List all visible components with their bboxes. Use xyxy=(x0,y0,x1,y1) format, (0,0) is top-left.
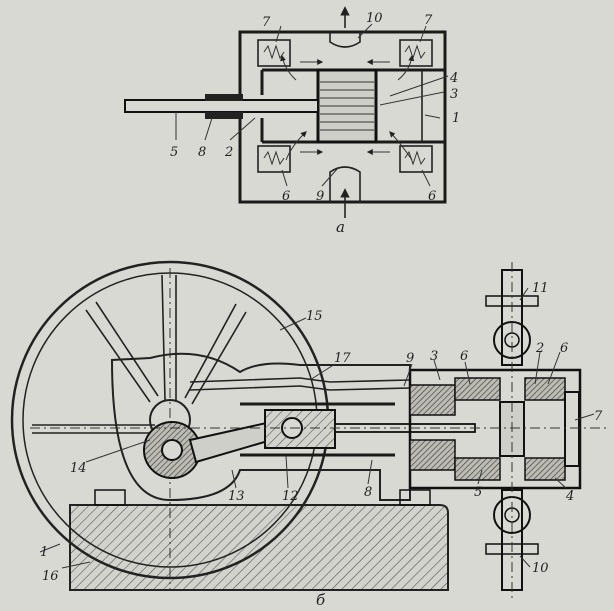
label-b-6-left: 6 xyxy=(460,349,468,364)
suction-port xyxy=(329,166,361,202)
figure-b-assembly: 11 15 3 6 2 6 9 17 7 14 13 12 8 5 4 1 16… xyxy=(10,260,610,609)
label-b-16: 16 xyxy=(42,569,59,584)
label-a-9: 9 xyxy=(316,189,324,204)
label-b-12: 12 xyxy=(282,489,299,504)
label-b-4: 4 xyxy=(565,489,574,504)
leaders-a xyxy=(175,23,449,187)
valve-rod xyxy=(189,377,411,383)
label-a-4: 4 xyxy=(449,71,458,86)
valve-pocket-top-right xyxy=(399,39,433,67)
label-b-8: 8 xyxy=(364,485,372,500)
valve-pocket-bottom-right xyxy=(399,145,433,173)
frame-foot-right xyxy=(399,489,431,506)
caption-a: а xyxy=(336,218,345,236)
label-a-6-right: 6 xyxy=(428,189,436,204)
label-a-10: 10 xyxy=(366,11,383,26)
spring-bottom-right xyxy=(404,150,426,166)
crosshead xyxy=(264,409,336,449)
label-b-2: 2 xyxy=(535,341,544,356)
label-b-1: 1 xyxy=(40,545,48,560)
flow-arrows xyxy=(280,54,415,161)
frame-foot-left xyxy=(94,489,126,506)
crankpin xyxy=(161,439,183,461)
label-b-5: 5 xyxy=(474,485,482,500)
piston-rod xyxy=(124,99,319,113)
label-b-11: 11 xyxy=(532,281,549,296)
spring-bottom-left xyxy=(263,150,285,166)
label-b-6-right: 6 xyxy=(560,341,568,356)
label-a-6-left: 6 xyxy=(282,189,290,204)
gland-packing-bottom xyxy=(205,112,243,119)
label-a-2: 2 xyxy=(224,145,233,160)
label-b-7: 7 xyxy=(594,409,603,424)
label-b-9: 9 xyxy=(406,351,414,366)
label-a-3: 3 xyxy=(450,87,458,102)
label-a-7-right: 7 xyxy=(424,13,433,28)
figure-a-schematic: 7 10 7 4 3 1 5 8 2 6 9 6 а xyxy=(124,6,460,236)
gland-packing-top xyxy=(205,94,243,101)
leaders-b xyxy=(39,287,595,569)
crankcase-frame xyxy=(110,352,411,502)
label-b-13: 13 xyxy=(228,489,245,504)
label-a-8: 8 xyxy=(198,145,206,160)
label-b-15: 15 xyxy=(306,309,323,324)
spring-top-right xyxy=(404,44,426,60)
valve-pocket-bottom-left xyxy=(257,145,291,173)
piston-rings xyxy=(320,81,374,131)
label-a-5: 5 xyxy=(170,145,178,160)
label-a-1: 1 xyxy=(452,111,460,126)
spring-top-left xyxy=(263,44,285,60)
foundation xyxy=(69,504,449,591)
label-a-7-left: 7 xyxy=(262,15,271,30)
valve-rod-lower xyxy=(189,385,411,391)
label-b-3: 3 xyxy=(430,349,438,364)
label-b-10: 10 xyxy=(532,561,549,576)
label-b-17: 17 xyxy=(334,351,351,366)
valve-pocket-top-left xyxy=(257,39,291,67)
caption-b: б xyxy=(316,591,326,609)
label-b-14: 14 xyxy=(70,461,87,476)
discharge-port xyxy=(329,32,361,48)
